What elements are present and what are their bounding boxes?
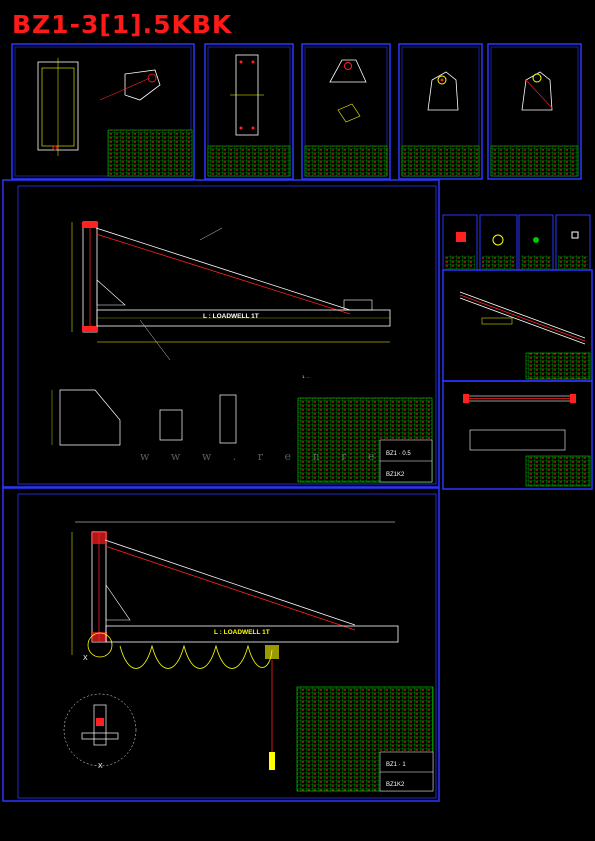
sheet-top-4 [398, 43, 483, 180]
sheet-top-3 [301, 43, 391, 180]
svg-text:BZ1K2: BZ1K2 [386, 472, 405, 478]
detail-mark-x: X [83, 655, 88, 662]
sheet-top-2 [204, 43, 294, 180]
detail-mark-x-lower: X [98, 763, 103, 770]
drawing-set-title: BZ1-3[1].5KBK [12, 10, 233, 39]
sheet-top-1 [11, 43, 195, 180]
beam-label-2: L : LOADWELL 1T [214, 629, 270, 636]
watermark-text: w w w . r e n r e [140, 450, 384, 463]
beam-label-1: L : LOADWELL 1T [203, 313, 259, 320]
sheet-small-right [442, 214, 591, 271]
svg-text:BZ1K2: BZ1K2 [386, 782, 405, 788]
svg-text:BZ1 · 0.5: BZ1 · 0.5 [386, 451, 411, 457]
sheet-top-5 [487, 43, 582, 180]
sheet-right-low [442, 380, 593, 490]
svg-text:1. ...: 1. ... [302, 374, 310, 379]
sheet-main-2: BZ1 · 1 BZ1K2 [2, 487, 440, 802]
sheet-main-1: BZ1 · 0.5 BZ1K2 1. ... [2, 179, 440, 488]
svg-text:BZ1 · 1: BZ1 · 1 [386, 762, 406, 768]
sheet-right-mid [442, 269, 593, 382]
